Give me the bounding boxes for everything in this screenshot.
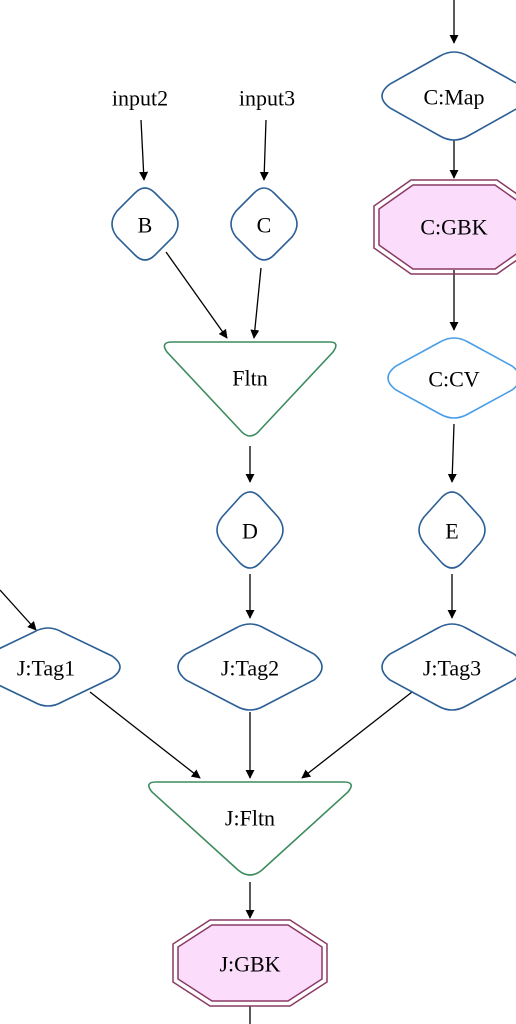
node-fltn-shape xyxy=(163,341,337,437)
node-c-map[interactable]: C:Map xyxy=(381,51,516,141)
node-c[interactable]: C xyxy=(230,187,298,261)
node-c-map-shape xyxy=(381,51,516,141)
node-fltn[interactable]: Fltn xyxy=(163,341,337,437)
node-c-shape xyxy=(230,187,298,261)
node-c-gbk[interactable]: C:GBK xyxy=(373,179,516,275)
node-j-fltn[interactable]: J:Fltn xyxy=(148,781,352,876)
node-j-gbk-label: J:GBK xyxy=(219,952,280,977)
edge-j-tag1-j-fltn xyxy=(89,691,201,779)
node-input3-label: input3 xyxy=(239,86,295,111)
node-c-gbk-inner xyxy=(378,184,516,270)
node-j-gbk-inner xyxy=(177,924,323,1002)
edge-in-j-tag1 xyxy=(0,589,37,631)
node-j-tag1-shape xyxy=(0,627,121,707)
node-c-map-label: C:Map xyxy=(423,85,484,110)
node-c-cv[interactable]: C:CV xyxy=(387,337,516,419)
node-j-tag2-shape xyxy=(177,623,323,711)
node-c-cv-shape xyxy=(387,337,516,419)
node-c-gbk-label: C:GBK xyxy=(420,215,487,240)
node-j-tag1-label: J:Tag1 xyxy=(17,656,75,681)
node-d-shape xyxy=(216,491,284,569)
edges xyxy=(0,0,459,1024)
node-j-tag3-shape xyxy=(381,623,516,711)
node-d-label: D xyxy=(242,519,258,544)
node-b-label: B xyxy=(138,213,153,238)
node-j-fltn-label: J:Fltn xyxy=(225,806,275,831)
node-j-gbk-outer xyxy=(172,919,328,1007)
node-b[interactable]: B xyxy=(111,187,179,261)
node-input2[interactable]: input2 xyxy=(112,86,168,111)
node-input3[interactable]: input3 xyxy=(239,86,295,111)
edge-input3-c xyxy=(259,119,269,181)
node-b-shape xyxy=(111,187,179,261)
node-c-cv-label: C:CV xyxy=(428,367,479,392)
node-j-gbk[interactable]: J:GBK xyxy=(172,919,328,1007)
node-e-label: E xyxy=(445,519,458,544)
edge-j-tag3-j-fltn xyxy=(301,691,413,779)
node-j-tag1[interactable]: J:Tag1 xyxy=(0,627,121,707)
node-e-shape xyxy=(418,491,486,569)
node-j-tag3[interactable]: J:Tag3 xyxy=(381,623,516,711)
node-j-tag2-label: J:Tag2 xyxy=(221,656,279,681)
node-e[interactable]: E xyxy=(418,491,486,569)
node-c-gbk-outer xyxy=(373,179,516,275)
node-fltn-label: Fltn xyxy=(232,366,267,391)
nodes: input2 input3 B C Fltn D C:Map xyxy=(0,51,516,1007)
node-j-tag2[interactable]: J:Tag2 xyxy=(177,623,323,711)
node-input2-label: input2 xyxy=(112,86,168,111)
edge-c-cv-e xyxy=(447,423,457,483)
node-c-label: C xyxy=(257,213,272,238)
edge-input2-b xyxy=(139,119,149,181)
edge-c-fltn xyxy=(250,267,262,339)
edge-b-fltn xyxy=(165,251,228,339)
node-d[interactable]: D xyxy=(216,491,284,569)
node-j-tag3-label: J:Tag3 xyxy=(423,656,481,681)
node-j-fltn-shape xyxy=(148,781,352,876)
